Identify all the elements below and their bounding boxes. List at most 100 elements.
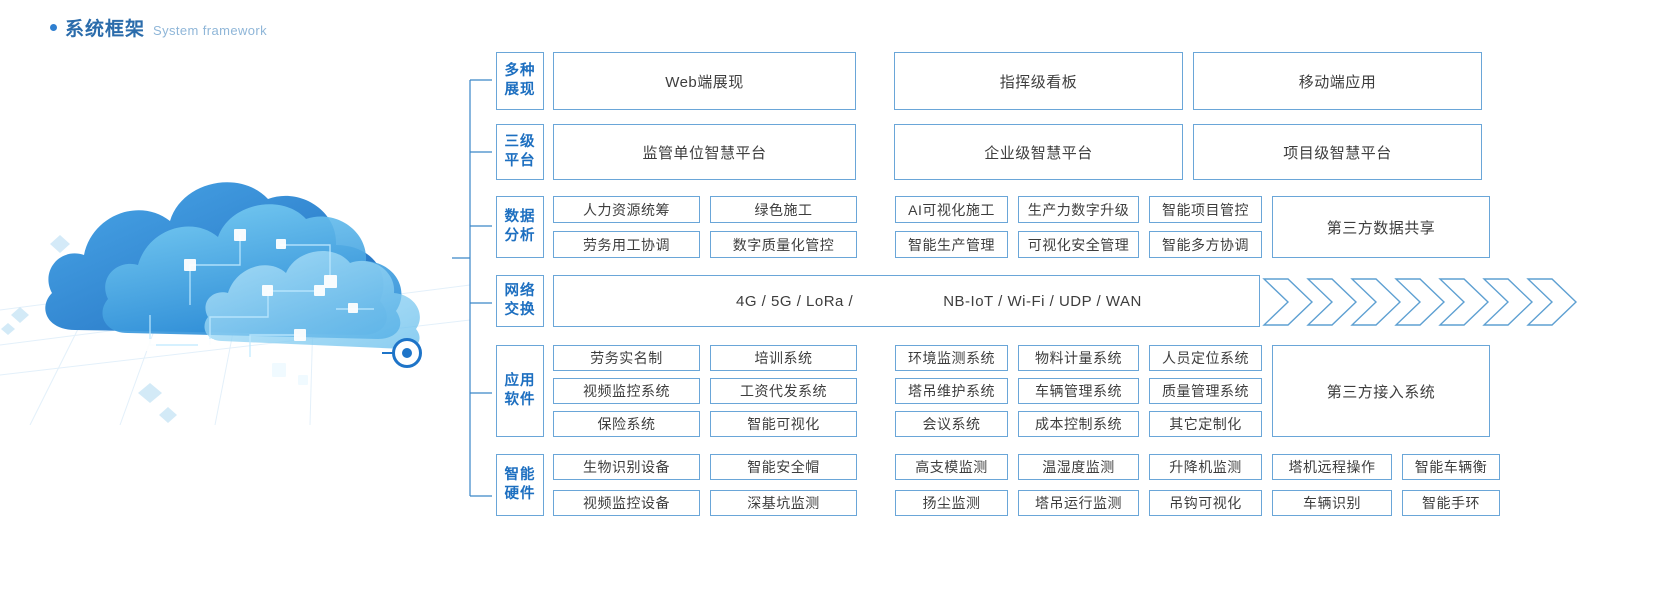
box-quality-management-system[interactable]: 质量管理系统 — [1149, 378, 1262, 404]
box-smart-weighbridge[interactable]: 智能车辆衡 — [1402, 454, 1500, 480]
box-web-display[interactable]: Web端展现 — [553, 52, 856, 110]
box-ai-visual-construction[interactable]: AI可视化施工 — [895, 196, 1008, 223]
bracket-connector — [452, 79, 492, 497]
box-green-construction[interactable]: 绿色施工 — [710, 196, 857, 223]
box-training-system[interactable]: 培训系统 — [710, 345, 857, 371]
box-command-dashboard[interactable]: 指挥级看板 — [894, 52, 1183, 110]
box-project-platform[interactable]: 项目级智慧平台 — [1193, 124, 1482, 180]
box-cost-control-system[interactable]: 成本控制系统 — [1018, 411, 1139, 437]
box-tower-crane-maintenance-system[interactable]: 塔吊维护系统 — [895, 378, 1008, 404]
box-hook-visualization[interactable]: 吊钩可视化 — [1149, 490, 1262, 516]
spacer — [1008, 454, 1018, 480]
box-mobile-app[interactable]: 移动端应用 — [1193, 52, 1482, 110]
box-personnel-positioning-system[interactable]: 人员定位系统 — [1149, 345, 1262, 371]
spacer — [1392, 490, 1402, 516]
box-labor-realname[interactable]: 劳务实名制 — [553, 345, 700, 371]
network-flow-arrows — [1262, 277, 1582, 327]
box-smart-production-management[interactable]: 智能生产管理 — [895, 231, 1008, 258]
spacer — [1262, 454, 1272, 516]
box-enterprise-platform[interactable]: 企业级智慧平台 — [894, 124, 1183, 180]
box-video-surveillance-system[interactable]: 视频监控系统 — [553, 378, 700, 404]
table-row: 智能生产管理 可视化安全管理 智能多方协调 — [895, 231, 1262, 258]
box-vehicle-recognition[interactable]: 车辆识别 — [1272, 490, 1392, 516]
table-row: 环境监测系统 物料计量系统 人员定位系统 — [895, 345, 1262, 371]
page-title: 系统框架 System framework — [50, 14, 267, 41]
box-smart-multiparty-coordination[interactable]: 智能多方协调 — [1149, 231, 1262, 258]
box-hr-coordination[interactable]: 人力资源统筹 — [553, 196, 700, 223]
box-deep-foundation-pit-monitoring[interactable]: 深基坑监测 — [710, 490, 857, 516]
box-insurance-system[interactable]: 保险系统 — [553, 411, 700, 437]
row-presentation: 多种 展现 Web端展现 指挥级看板 移动端应用 — [496, 52, 1482, 110]
box-vehicle-management-system[interactable]: 车辆管理系统 — [1018, 378, 1139, 404]
box-hoist-monitoring[interactable]: 升降机监测 — [1149, 454, 1262, 480]
spacer — [700, 490, 710, 516]
box-smart-helmet[interactable]: 智能安全帽 — [710, 454, 857, 480]
table-row: 塔机远程操作 智能车辆衡 — [1272, 454, 1500, 480]
row-category-platform: 三级 平台 — [496, 124, 544, 180]
box-productivity-digital-upgrade[interactable]: 生产力数字升级 — [1018, 196, 1139, 223]
box-digital-quality-control[interactable]: 数字质量化管控 — [710, 231, 857, 258]
spacer — [700, 411, 710, 437]
row-data-analysis: 数据 分析 人力资源统筹 绿色施工 劳务用工协调 数字质量化管控 AI可视 — [496, 196, 1490, 258]
spacer — [1262, 196, 1272, 258]
table-row: 劳务实名制 培训系统 — [553, 345, 857, 371]
network-hub-node — [392, 338, 422, 368]
box-tower-crane-operation-monitoring[interactable]: 塔吊运行监测 — [1018, 490, 1139, 516]
spacer — [1008, 490, 1018, 516]
spacer — [1139, 411, 1149, 437]
box-smart-wristband[interactable]: 智能手环 — [1402, 490, 1500, 516]
box-dust-monitoring[interactable]: 扬尘监测 — [895, 490, 1008, 516]
network-text-left: 4G / 5G / LoRa / — [736, 292, 854, 310]
box-high-formwork-monitoring[interactable]: 高支模监测 — [895, 454, 1008, 480]
table-row: 视频监控系统 工资代发系统 — [553, 378, 857, 404]
spacer — [1139, 231, 1149, 258]
spacer — [1008, 411, 1018, 437]
app-left-grid: 劳务实名制 培训系统 视频监控系统 工资代发系统 保险系统 智能可视化 — [553, 345, 857, 437]
cloud-svg — [0, 182, 471, 426]
table-row: 车辆识别 智能手环 — [1272, 490, 1500, 516]
box-temperature-humidity-monitoring[interactable]: 温湿度监测 — [1018, 454, 1139, 480]
box-other-customization[interactable]: 其它定制化 — [1149, 411, 1262, 437]
box-smart-visualization[interactable]: 智能可视化 — [710, 411, 857, 437]
bullet-icon — [50, 24, 57, 31]
title-en: System framework — [153, 23, 268, 38]
hardware-left-grid: 生物识别设备 智能安全帽 视频监控设备 深基坑监测 — [553, 454, 857, 516]
box-biometric-device[interactable]: 生物识别设备 — [553, 454, 700, 480]
box-meeting-system[interactable]: 会议系统 — [895, 411, 1008, 437]
spacer — [1139, 196, 1149, 223]
box-third-party-access-system[interactable]: 第三方接入系统 — [1272, 345, 1490, 437]
spacer — [1008, 345, 1018, 371]
table-row: 高支模监测 温湿度监测 升降机监测 — [895, 454, 1262, 480]
spacer — [700, 231, 710, 258]
box-payroll-system[interactable]: 工资代发系统 — [710, 378, 857, 404]
hardware-right-grid: 高支模监测 温湿度监测 升降机监测 扬尘监测 塔吊运行监测 吊钩可视化 — [895, 454, 1262, 516]
row-category-data-analysis: 数据 分析 — [496, 196, 544, 258]
spacer — [700, 454, 710, 480]
spacer — [1008, 196, 1018, 223]
table-row: 视频监控设备 深基坑监测 — [553, 490, 857, 516]
spacer — [1262, 345, 1272, 437]
box-visual-safety-management[interactable]: 可视化安全管理 — [1018, 231, 1139, 258]
spacer — [700, 378, 710, 404]
row-platform: 三级 平台 监管单位智慧平台 企业级智慧平台 项目级智慧平台 — [496, 124, 1482, 180]
box-environment-monitoring-system[interactable]: 环境监测系统 — [895, 345, 1008, 371]
spacer — [1008, 378, 1018, 404]
spacer — [1139, 378, 1149, 404]
box-network-protocols[interactable]: 4G / 5G / LoRa / NB-IoT / Wi-Fi / UDP / … — [553, 275, 1260, 327]
box-video-surveillance-device[interactable]: 视频监控设备 — [553, 490, 700, 516]
spacer — [856, 52, 894, 110]
box-material-metering-system[interactable]: 物料计量系统 — [1018, 345, 1139, 371]
app-right-grid: 环境监测系统 物料计量系统 人员定位系统 塔吊维护系统 车辆管理系统 质量管理系… — [895, 345, 1262, 437]
row-smart-hardware: 智能 硬件 生物识别设备 智能安全帽 视频监控设备 深基坑监测 高支模监测 — [496, 454, 1500, 516]
cloud-network-illustration — [0, 95, 471, 426]
box-smart-project-control[interactable]: 智能项目管控 — [1149, 196, 1262, 223]
box-third-party-data-sharing[interactable]: 第三方数据共享 — [1272, 196, 1490, 258]
box-tower-crane-remote-operation[interactable]: 塔机远程操作 — [1272, 454, 1392, 480]
spacer — [700, 345, 710, 371]
table-row: 扬尘监测 塔吊运行监测 吊钩可视化 — [895, 490, 1262, 516]
spacer — [1183, 52, 1193, 110]
data-analysis-right-grid: AI可视化施工 生产力数字升级 智能项目管控 智能生产管理 可视化安全管理 智能… — [895, 196, 1262, 258]
box-supervision-platform[interactable]: 监管单位智慧平台 — [553, 124, 856, 180]
box-labor-coordination[interactable]: 劳务用工协调 — [553, 231, 700, 258]
table-row: 人力资源统筹 绿色施工 — [553, 196, 857, 223]
